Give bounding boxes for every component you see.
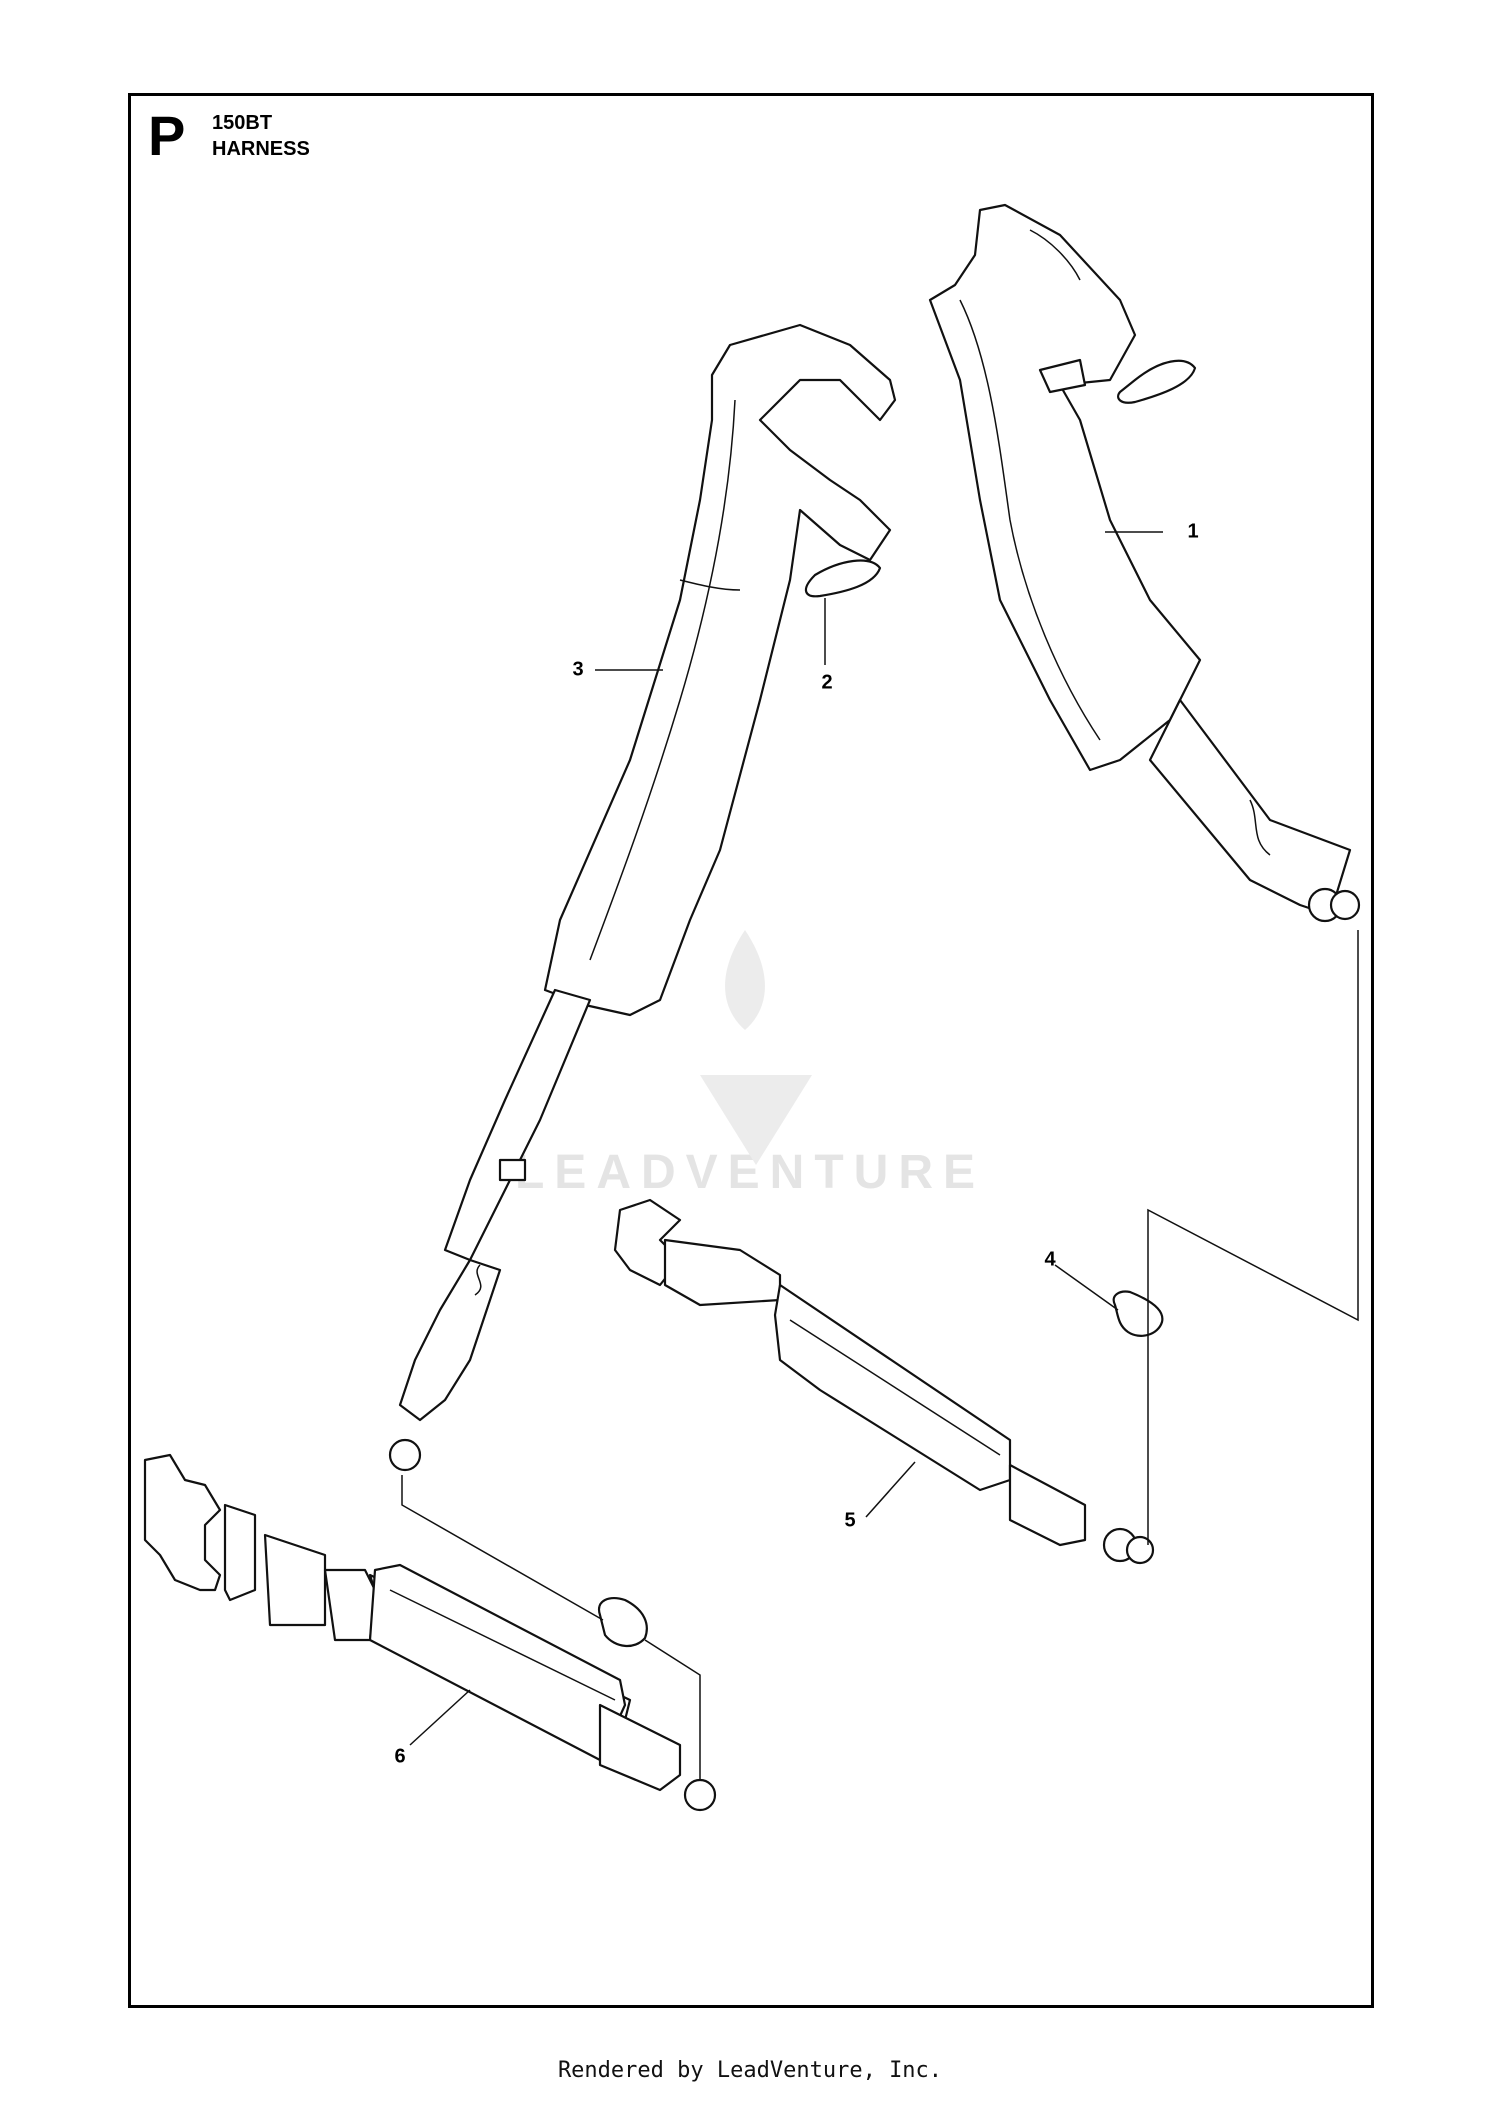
footer-credit: Rendered by LeadVenture, Inc. [557, 2058, 943, 2083]
model-number: 150BT [212, 112, 273, 134]
watermark-text: LEADVENTURE [514, 1146, 986, 1199]
part-4-d-ring [597, 1290, 1164, 1647]
callout-3: 3 [572, 658, 584, 681]
diagram-title: HARNESS [212, 138, 310, 160]
section-letter: P [148, 104, 186, 167]
callout-1: 1 [1187, 520, 1199, 543]
watermark-logo [700, 930, 812, 1165]
part-2-strap-clip [804, 359, 1197, 598]
leader-line-5 [865, 1461, 916, 1518]
assembly-line-left-upper [401, 1475, 604, 1621]
part-5-hip-pad [613, 1198, 1155, 1565]
part-3-left-shoulder-strap [388, 323, 897, 1472]
callout-4: 4 [1044, 1248, 1056, 1271]
leader-line-4 [1054, 1264, 1119, 1311]
diagram-frame [128, 93, 1374, 2008]
leader-line-6 [409, 1689, 471, 1746]
part-1-right-shoulder-strap [928, 203, 1361, 923]
leader-lines [401, 531, 1359, 1780]
callout-2: 2 [821, 671, 833, 694]
callout-5: 5 [844, 1509, 856, 1532]
assembly-line-left-lower [644, 1639, 701, 1780]
assembly-line-right [1147, 930, 1359, 1545]
part-6-waist-belt [143, 1453, 717, 1812]
callout-6: 6 [394, 1745, 406, 1768]
